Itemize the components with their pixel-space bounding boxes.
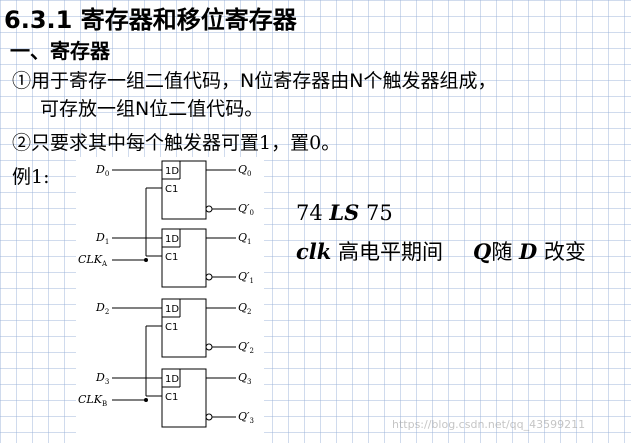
point-2-mark: ②	[12, 132, 32, 154]
point-1-text-c: 个触发器组成，	[363, 70, 497, 92]
d-input-label-1: D1	[95, 231, 109, 246]
point-2: ②只要求其中每个触发器可置1，置0。	[12, 128, 340, 155]
flipflop-d-label-1: 1D	[165, 234, 179, 245]
chip-model: 74 LS 75	[296, 200, 393, 225]
point-1-continued: 可存放一组N位二值代码。	[40, 94, 263, 121]
clock-a-label: CLKA	[78, 253, 108, 268]
page-title: 6.3.1 寄存器和移位寄存器	[4, 0, 297, 35]
d-input-label-0: D0	[95, 163, 109, 178]
example-label: 例1:	[12, 166, 50, 188]
section-heading: 一、寄存器	[10, 39, 110, 63]
point-1-mark: ①	[12, 70, 32, 92]
q-output-label-3: Q3	[238, 371, 252, 386]
flipflop-c-label-3: C1	[165, 392, 178, 403]
d-input-label-3: D3	[95, 371, 109, 386]
flipflop-d-label-2: 1D	[165, 304, 179, 315]
flipflop-c-label-1: C1	[165, 252, 178, 263]
qn-output-label-3: Q′3	[238, 410, 254, 425]
flipflop-box-3	[161, 368, 207, 428]
clock-note-d: D	[519, 239, 538, 264]
point-1-text-a: 用于寄存一组二值代码，	[31, 70, 241, 92]
q-output-label-0: Q0	[238, 163, 252, 178]
watermark: https://blog.csdn.net/qq_43599211	[392, 418, 586, 431]
point-1-cont-b: 位二值代码。	[149, 98, 264, 120]
flipflop-box-2	[161, 298, 207, 358]
clock-b-junction	[144, 398, 148, 402]
point-2-text: 只要求其中每个触发器可置1，置0。	[31, 132, 341, 154]
qn-bubble-1	[205, 273, 213, 281]
point-1-cont-a: 可存放一组	[40, 98, 136, 120]
d-input-label-2: D2	[95, 301, 109, 316]
flipflop-d-label-0: 1D	[165, 166, 179, 177]
flipflop-box-0	[161, 160, 207, 220]
clock-note-q: Q	[473, 239, 492, 264]
clock-note-clk: clk	[296, 239, 332, 264]
point-1-text-b: 位寄存器由	[254, 70, 350, 92]
clock-note-text-2: 随	[491, 240, 519, 264]
qn-output-label-1: Q′1	[238, 270, 254, 285]
title-text: 寄存器和移位寄存器	[80, 5, 297, 34]
flipflop-c-label-0: C1	[165, 184, 178, 195]
qn-output-label-0: Q′0	[238, 202, 254, 217]
clock-note-text-1: 高电平期间	[331, 240, 444, 264]
qn-bubble-0	[205, 205, 213, 213]
point-1-cont-n: N	[135, 98, 150, 120]
clock-note-text-3: 改变	[537, 240, 586, 264]
point-1-n2: N	[349, 70, 364, 92]
chip-model-suffix: 75	[359, 201, 393, 225]
point-1-n1: N	[240, 70, 255, 92]
qn-bubble-2	[205, 343, 213, 351]
q-output-label-2: Q2	[238, 301, 252, 316]
flipflop-c-label-2: C1	[165, 322, 178, 333]
clock-note: clk 高电平期间 Q随 D 改变	[296, 236, 586, 266]
chip-model-prefix: 74	[296, 201, 330, 225]
q-output-label-1: Q1	[238, 231, 252, 246]
chip-model-series: LS	[329, 200, 360, 225]
clock-a-junction	[144, 258, 148, 262]
flipflop-box-1	[161, 228, 207, 288]
qn-bubble-3	[205, 413, 213, 421]
section-number: 6.3.1	[4, 6, 73, 34]
clock-b-label: CLKB	[78, 393, 107, 408]
qn-output-label-2: Q′2	[238, 340, 254, 355]
point-1: ①用于寄存一组二值代码，N位寄存器由N个触发器组成，	[12, 66, 497, 93]
flipflop-d-label-3: 1D	[165, 374, 179, 385]
